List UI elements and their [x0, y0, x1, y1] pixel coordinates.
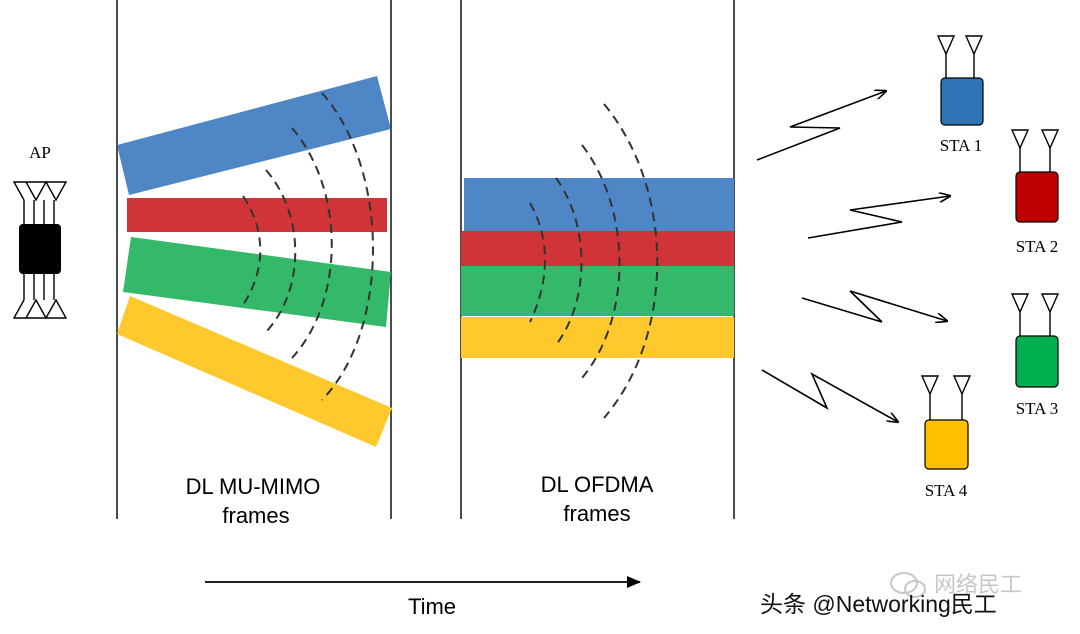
link-to-sta1-arrow [756, 91, 886, 161]
ofdma-wavefronts [529, 103, 659, 419]
watermark-text: 网络民工 [934, 573, 1022, 598]
link-to-sta3-arrow [801, 290, 947, 322]
ofdma-frame-red [461, 231, 734, 266]
ofdma-panel: DL OFDMA frames [460, 0, 735, 526]
sta1-label: STA 1 [940, 136, 983, 155]
ofdma-wavefront-1 [529, 202, 546, 323]
link-to-sta4-arrow [761, 369, 898, 422]
mu-mimo-frame-green [123, 237, 391, 327]
source-credit: 头条 @Networking民工 [760, 591, 997, 617]
station-2: STA 2 [1010, 129, 1060, 256]
ofdma-frame-yellow [461, 317, 734, 358]
mu-mimo-wavefront-4 [321, 92, 374, 401]
station-1: STA 1 [936, 35, 984, 155]
ofdma-wavefront-2 [555, 177, 583, 346]
sta1-antenna-icon [936, 35, 984, 78]
wechat-logo-icon: 网络民工 [890, 572, 1022, 598]
sta2-device [1015, 171, 1059, 223]
link-to-sta2-arrow [807, 196, 950, 239]
time-axis: Time [205, 576, 641, 619]
sta3-antenna-icon [1010, 293, 1060, 336]
access-point: AP [12, 143, 68, 320]
sta4-antenna-icon [920, 375, 972, 420]
ofdma-wavefront-3 [581, 144, 621, 379]
sta3-device [1015, 335, 1059, 388]
sta4-device [924, 419, 969, 470]
ap-antenna-icon [12, 180, 68, 320]
sta1-device [940, 77, 984, 126]
station-3: STA 3 [1010, 293, 1060, 418]
ofdma-frame-green [461, 266, 734, 316]
sta2-label: STA 2 [1016, 237, 1059, 256]
mu-mimo-wavefront-3 [291, 127, 333, 359]
mu-mimo-wavefront-2 [265, 169, 297, 333]
ofdma-frame-blue [464, 178, 734, 231]
wireless-links [756, 91, 950, 422]
ofdma-caption-line1: DL OFDMA [541, 472, 654, 497]
mu-mimo-caption-line1: DL MU-MIMO [186, 474, 321, 499]
mu-mimo-panel: DL MU-MIMO frames [116, 0, 392, 528]
time-label: Time [408, 594, 456, 619]
sta3-label: STA 3 [1016, 399, 1059, 418]
ofdma-caption-line2: frames [563, 501, 630, 526]
ofdma-wavefront-4 [603, 103, 659, 419]
ap-label: AP [29, 143, 51, 162]
mu-mimo-frame-yellow [117, 296, 392, 447]
watermark: 网络民工 [888, 566, 1078, 602]
station-4: STA 4 [920, 375, 972, 500]
sta2-antenna-icon [1010, 129, 1060, 172]
mu-mimo-caption-line2: frames [222, 503, 289, 528]
mu-mimo-frame-blue [117, 76, 391, 195]
mu-mimo-wavefronts [242, 92, 374, 401]
sta4-label: STA 4 [925, 481, 968, 500]
ap-body-icon [19, 224, 61, 274]
